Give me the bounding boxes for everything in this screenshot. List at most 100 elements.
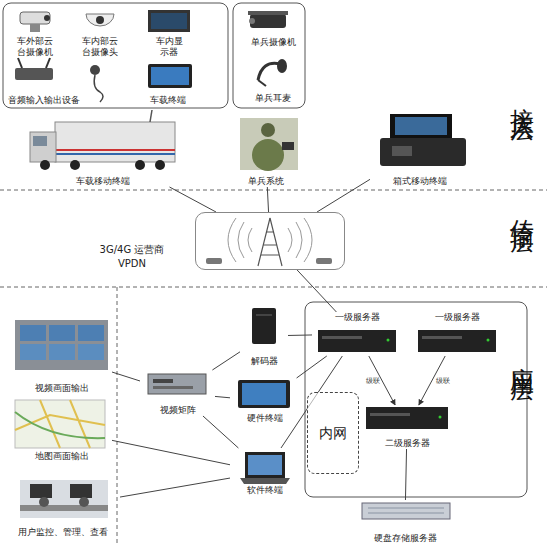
device-node: 单兵系统 [228, 115, 303, 187]
camera-visor [248, 11, 288, 15]
edge-label: 级联 [366, 377, 380, 385]
truck-cab [30, 132, 56, 162]
server-unit [366, 407, 448, 429]
area-divider [117, 287, 118, 546]
map-road [15, 400, 105, 448]
device-node: 单兵摄像机 [245, 8, 301, 48]
case-panel [392, 146, 412, 156]
group-frame [233, 3, 305, 108]
headset-band [258, 63, 280, 80]
office-photo [20, 480, 108, 518]
device-node: 车外部云台摄像机 [13, 8, 57, 58]
wheel [155, 160, 165, 170]
truck-stripe [55, 153, 175, 155]
map [15, 400, 105, 448]
layer-divider [0, 287, 547, 288]
connector [405, 449, 406, 500]
radio-wave [228, 218, 252, 262]
person [79, 497, 89, 507]
node-caption: 单兵摄像机 [245, 37, 301, 48]
layer-divider [0, 190, 547, 191]
soldier-photo [240, 118, 298, 170]
connector [203, 416, 238, 448]
storage-server [362, 503, 450, 519]
microphone [46, 58, 50, 68]
connector [297, 270, 336, 312]
server-led [439, 416, 442, 419]
node-caption: 二级服务器 [362, 438, 452, 449]
edge-label: 级联 [436, 377, 450, 385]
device-node: 车内显示器 [153, 8, 185, 58]
server-bay [370, 413, 410, 416]
node-caption: 内网 [308, 425, 358, 442]
server-unit [418, 330, 496, 352]
pc-drive [256, 315, 272, 316]
node-caption: 3G/4G 运营商 VPDN [86, 243, 178, 271]
soldier-body [252, 139, 284, 171]
tablet-frame [148, 64, 192, 88]
soldier-head [261, 123, 275, 137]
node-caption: 一级服务器 [312, 312, 402, 323]
node-caption: 车载移动终端 [25, 176, 180, 187]
camera-lens [44, 15, 50, 21]
case-screen [395, 117, 447, 135]
node-caption: 视频画面输出 [12, 383, 112, 394]
matrix-panel [153, 386, 193, 389]
car [206, 258, 222, 264]
device-node: 车载终端 [140, 62, 196, 106]
node-caption: 用户监控、管理、查看 [5, 527, 120, 538]
layer-label: 传输层 [506, 200, 538, 218]
node-caption: 硬件终端 [230, 413, 300, 424]
device-node: 箱式移动终端 [370, 110, 470, 187]
case-base [380, 138, 466, 166]
node-caption: 软件终端 [230, 485, 300, 496]
device-node: 解码器 [240, 305, 288, 367]
connector [267, 187, 268, 212]
layer-label: 应用层 [506, 348, 538, 366]
server-unit [318, 330, 396, 352]
connector [297, 356, 327, 378]
tablet-screen [242, 383, 286, 405]
connector [317, 179, 370, 212]
device-node: 车载移动终端 [25, 115, 180, 187]
desk-monitor [30, 484, 52, 498]
wall-screen [49, 344, 75, 360]
node-caption: 车外部云台摄像机 [13, 36, 57, 58]
microphone [18, 58, 22, 68]
desk-monitor [70, 484, 92, 498]
storage-bay [368, 513, 444, 514]
wheel [135, 160, 145, 170]
laptop-base [240, 478, 290, 484]
device-node: 一级服务器 [412, 312, 502, 356]
camera-lens [96, 16, 104, 24]
node-caption: 车载终端 [140, 95, 196, 106]
device-node: 一级服务器 [312, 312, 402, 356]
zone-box: 内网 [307, 392, 359, 474]
node-caption: 一级服务器 [412, 312, 502, 323]
node-caption: 车内显示器 [153, 36, 185, 58]
node-caption: 音频输入输出设备 [4, 95, 84, 106]
map-route [15, 412, 105, 438]
video-wall [15, 320, 108, 370]
connector [212, 352, 240, 370]
bullet-camera [250, 14, 286, 28]
device-node: 软件终端 [230, 448, 300, 496]
car [316, 258, 332, 264]
truck-antenna [150, 110, 152, 122]
network-box: 3G/4G 运营商 VPDN [195, 212, 345, 270]
monitor-screen [151, 13, 187, 29]
device-node: 地图画面输出 [12, 398, 112, 462]
tower [258, 218, 282, 266]
wall-screen [20, 344, 46, 360]
connector [288, 334, 312, 336]
device-node: 硬盘存储服务器 [355, 500, 455, 544]
case-lid [390, 114, 452, 138]
device-node: 视频画面输出 [12, 318, 112, 394]
pc-tower [252, 308, 276, 344]
soldier-camera [282, 142, 294, 150]
wall-screen [78, 325, 104, 341]
radio-wave [288, 218, 312, 262]
node-caption: 硬盘存储服务器 [355, 533, 455, 544]
microphone-cable [94, 75, 103, 102]
